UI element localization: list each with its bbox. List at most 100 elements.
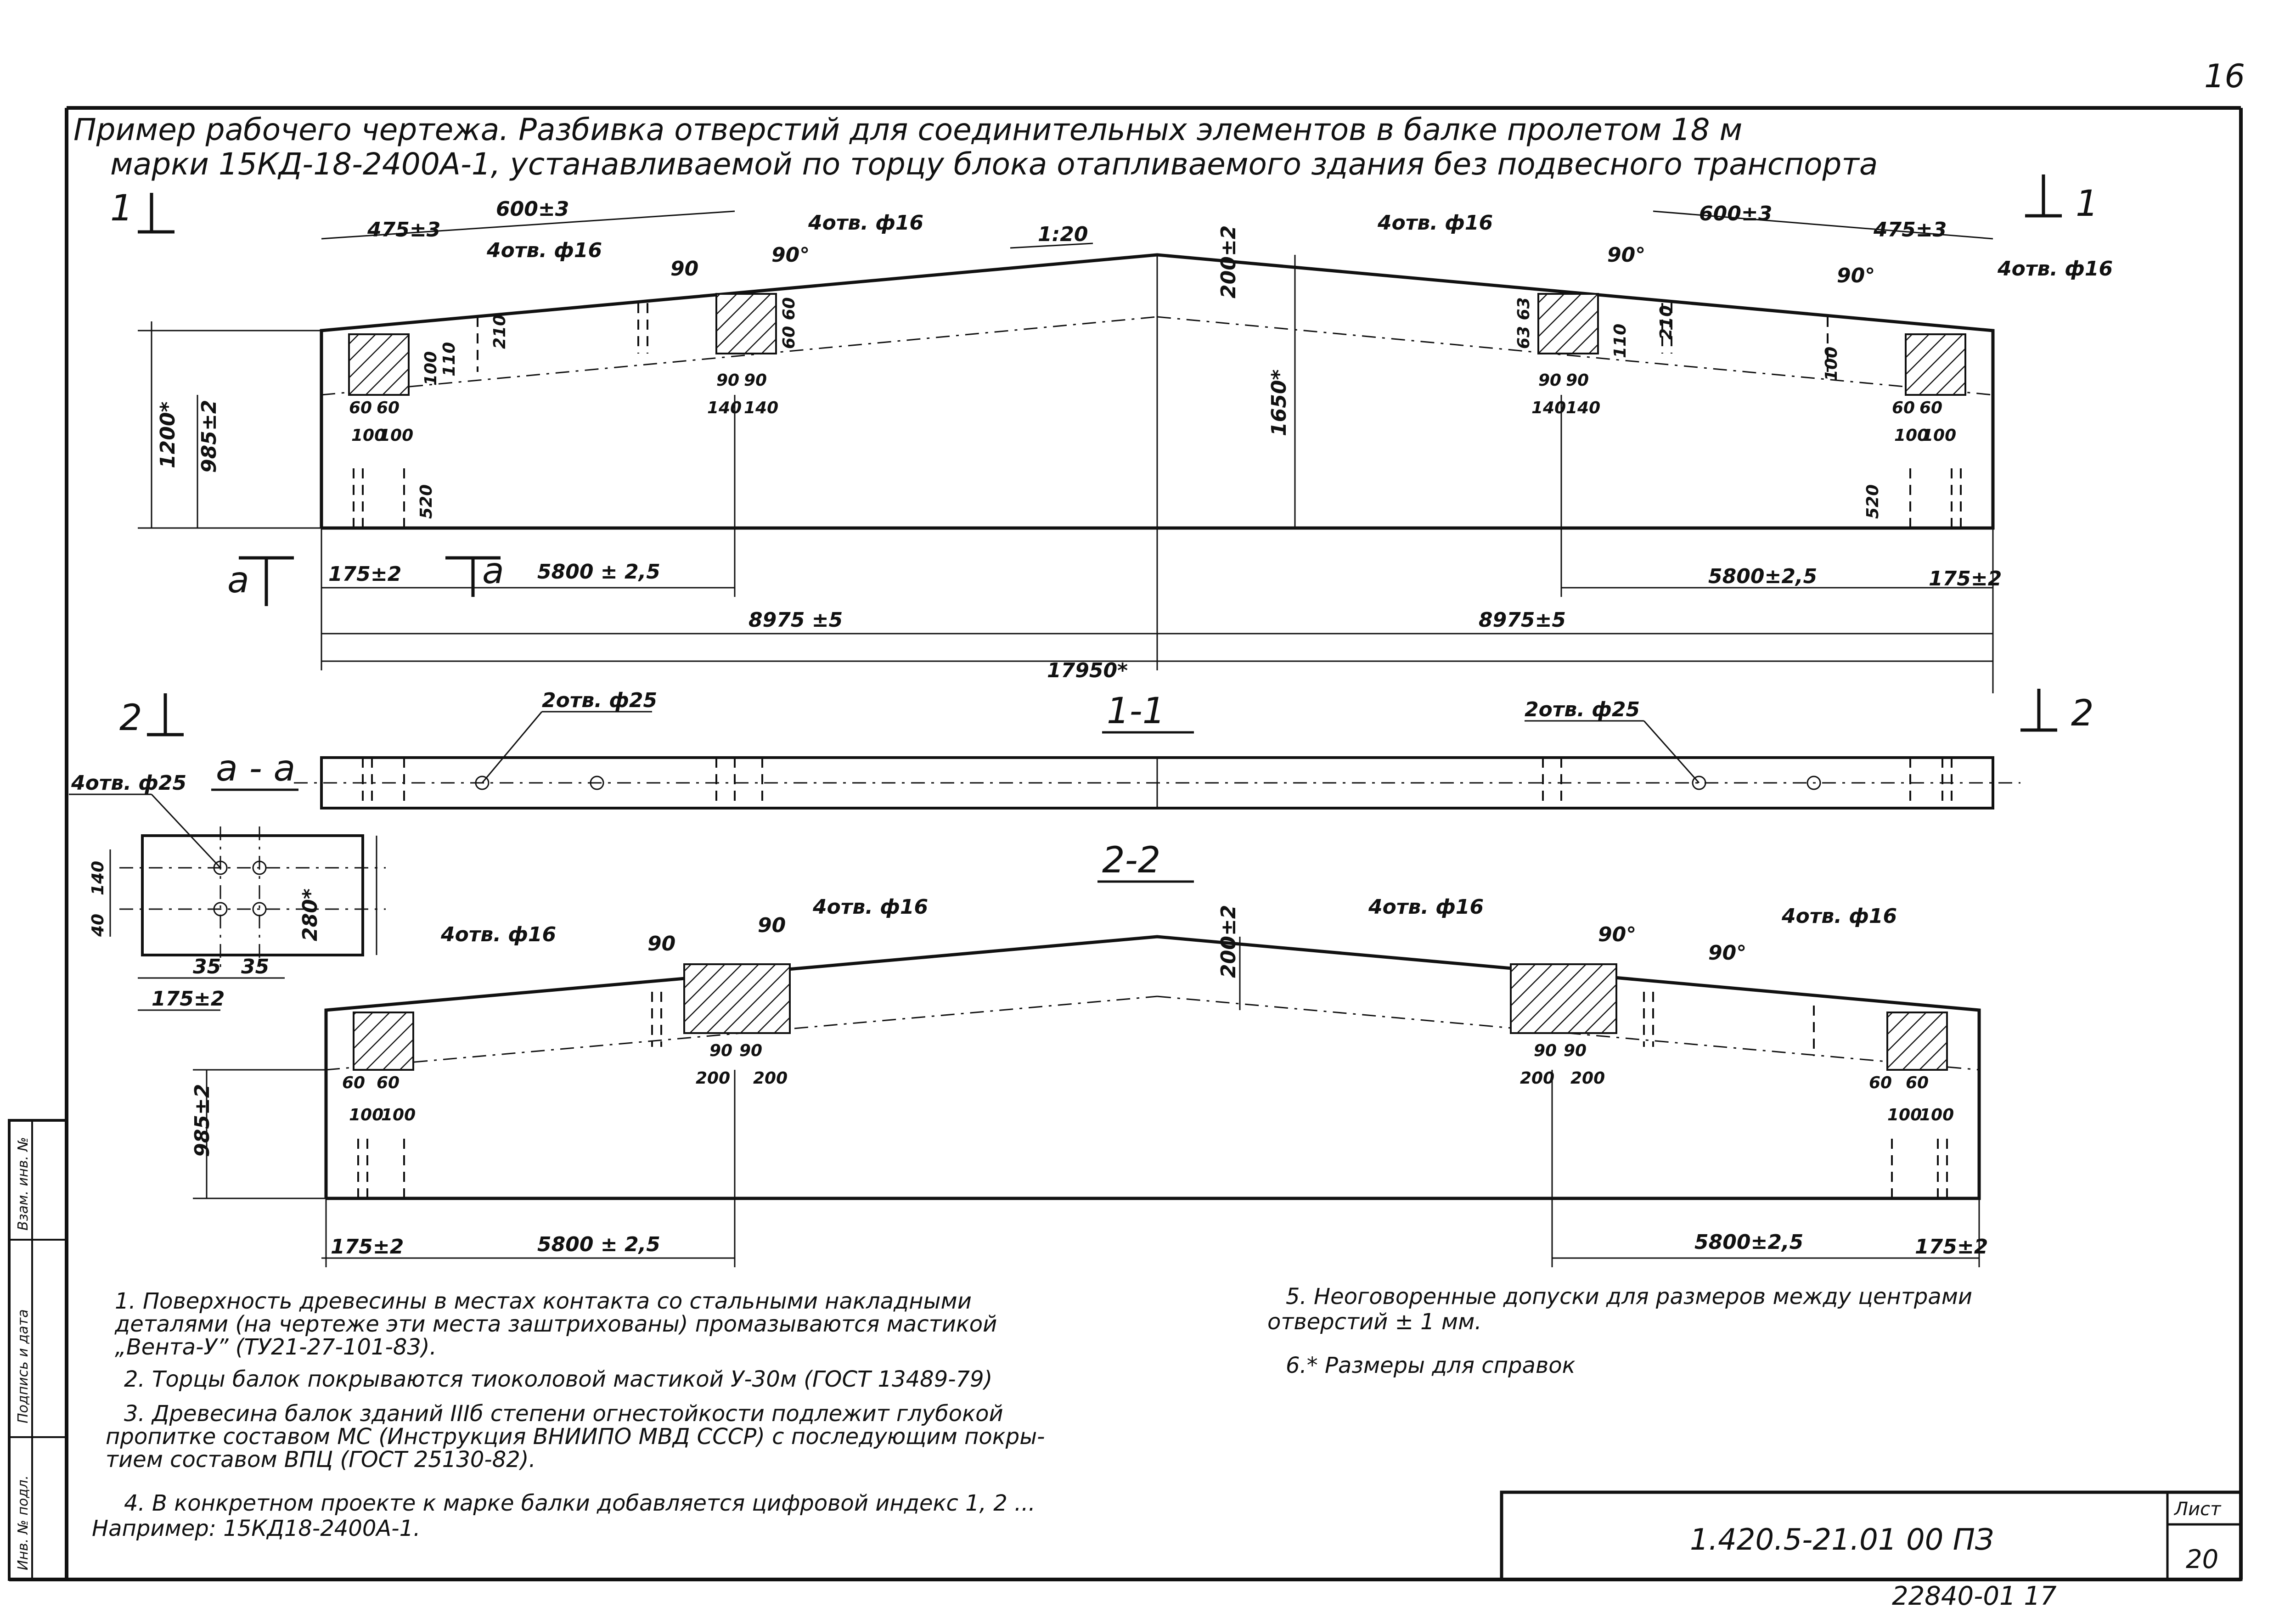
section-title-a-a: а - а: [216, 748, 295, 789]
dim-175-left: 175±2: [328, 562, 401, 586]
dim-140-right-mid-a: 140: [1531, 399, 1566, 417]
dim-22-90-c: 90: [1534, 1041, 1557, 1060]
section-mark-2-left: 2: [119, 693, 184, 739]
hole-circle: [475, 776, 490, 790]
plate-right-mid: [1537, 293, 1599, 354]
plate-22-right-end: [1886, 1012, 1948, 1071]
dim-22-60-left-b: 60: [377, 1073, 400, 1092]
dim-22-985: 985±2: [191, 1084, 214, 1157]
note-1-b: деталями (на чертеже эти места заштрихов…: [114, 1311, 997, 1337]
label-22-angle-right-end: 90°: [1708, 941, 1746, 965]
label-holes-25-aa: 4отв. ф25: [71, 771, 186, 795]
dim-63-63-right-mid: 63 63: [1514, 297, 1533, 349]
dim-100-left-a: 100: [351, 426, 386, 445]
dim-475-left: 475±3: [367, 218, 440, 242]
label-22-holes-left-mid: 4отв. ф16: [812, 895, 928, 919]
dim-5800-right: 5800±2,5: [1708, 565, 1817, 588]
svg-text:1: 1: [2076, 183, 2099, 225]
label-22-angle-right-mid: 90°: [1598, 923, 1636, 946]
label-angle-left-mid: 90°: [771, 243, 810, 267]
label-holes-left-end: 4отв. ф16: [486, 239, 602, 262]
notes-right: 5. Неоговоренные допуски для размеров ме…: [1267, 1284, 1972, 1378]
dim-60-60-left-mid: 60 60: [780, 297, 799, 349]
dim-aa-35-a: 35: [193, 955, 221, 978]
section-mark-1-right: 1: [2025, 174, 2099, 225]
dim-520-right: 520: [1863, 484, 1882, 519]
dim-22-90-b: 90: [739, 1041, 762, 1060]
svg-text:а: а: [227, 560, 249, 601]
dim-110-right-mid: 110: [1611, 324, 1630, 358]
dim-475-right: 475±3: [1873, 218, 1947, 242]
dim-140-right-mid-b: 140: [1566, 399, 1600, 417]
dim-175-right: 175±2: [1929, 567, 2002, 590]
dim-200-top: 200±2: [1217, 225, 1240, 298]
dim-22-5800-right: 5800±2,5: [1694, 1231, 1803, 1254]
note-3-c: тием составом ВПЦ (ГОСТ 25130-82).: [106, 1447, 536, 1472]
label-22-holes-right-end: 4отв. ф16: [1781, 905, 1897, 928]
title-block-code: 1.420.5-21.01 00 ПЗ: [1690, 1523, 1994, 1557]
section-2-2-labels: 4отв. ф16 4отв. ф16 90 90 4отв. ф16 90° …: [191, 895, 1988, 1259]
label-angle-right-end: 90°: [1837, 264, 1875, 287]
section-1-1-plan: [294, 711, 2020, 809]
label-22-holes-left-end: 4отв. ф16: [440, 923, 556, 946]
label-22-angle-left: 90: [647, 932, 675, 955]
dim-22-175-left: 175±2: [331, 1235, 404, 1259]
dim-22-100-left-b: 100: [381, 1106, 416, 1124]
dim-aa-175: 175±2: [152, 987, 225, 1011]
label-22-angle-left-mid: 90: [758, 914, 786, 937]
dim-140-left-mid-b: 140: [744, 399, 778, 417]
dim-22-100-right-b: 100: [1919, 1106, 1954, 1124]
label-holes-right-end: 4отв. ф16: [1997, 257, 2113, 281]
note-6: 6.* Размеры для справок: [1286, 1353, 1576, 1378]
dim-5800-left: 5800 ± 2,5: [537, 560, 660, 584]
svg-text:2: 2: [2071, 693, 2094, 734]
beam-elevation-2-2: [193, 935, 1981, 1267]
dim-1650: 1650*: [1267, 370, 1291, 436]
stamp-podpis: Подпись и дата: [15, 1310, 31, 1424]
dim-22-90-a: 90: [709, 1041, 732, 1060]
dim-22-60-right-a: 60: [1869, 1073, 1892, 1092]
note-4-b: Например: 15КД18-2400А-1.: [92, 1516, 420, 1541]
dim-210-right: 210: [1657, 305, 1676, 340]
title-block-list-number: 20: [2186, 1545, 2218, 1574]
note-1-c: „Вента-У” (ТУ21-27-101-83).: [115, 1334, 437, 1360]
label-holes-right-mid: 4отв. ф16: [1377, 211, 1493, 235]
section-title-1-1: 1-1: [1107, 691, 1165, 732]
top-view-labels: 475±3 600±3 4отв. ф16 4отв. ф16 1:20 90 …: [156, 197, 2113, 682]
dim-8975-left: 8975 ±5: [748, 608, 843, 632]
title-block: 1.420.5-21.01 00 ПЗ Лист 20: [1500, 1490, 2243, 1581]
dim-17950: 17950*: [1047, 659, 1128, 682]
plate-left-end: [348, 333, 410, 396]
dim-22-200: 200±2: [1217, 905, 1240, 978]
dim-aa-40: 40: [89, 914, 107, 937]
note-1-a: 1. Поверхность древесины в местах контак…: [115, 1288, 972, 1314]
dim-22-90-d: 90: [1564, 1041, 1587, 1060]
dim-100-right-a: 100: [1894, 426, 1929, 445]
label-22-holes-right-mid: 4отв. ф16: [1368, 895, 1484, 919]
label-holes-25-right: 2отв. ф25: [1525, 698, 1640, 721]
section-mark-a-left: а: [227, 556, 294, 606]
dim-90-left-mid-b: 90: [744, 371, 767, 390]
dim-22-200-a: 200: [696, 1069, 730, 1088]
dim-aa-280: 280*: [298, 888, 322, 941]
hole-circle: [590, 776, 604, 790]
section-a-a-detail: [69, 793, 386, 1011]
note-5-a: 5. Неоговоренные допуски для размеров ме…: [1286, 1284, 1972, 1310]
dim-22-175-right: 175±2: [1915, 1235, 1988, 1259]
dim-aa-140: 140: [89, 861, 107, 895]
note-3-b: пропитке составом МС (Инструкция ВНИИПО …: [106, 1424, 1045, 1450]
dim-8975-right: 8975±5: [1479, 608, 1566, 632]
stamp-vzam: Взам. инв. №: [15, 1137, 31, 1231]
dim-22-200-b: 200: [753, 1069, 788, 1088]
dim-210-left: 210: [490, 315, 509, 349]
dim-90-right-mid-a: 90: [1538, 371, 1561, 390]
hole-circle: [1692, 776, 1706, 790]
label-angle-right-mid: 90°: [1607, 243, 1645, 267]
section-mark-a-right: а: [445, 551, 504, 597]
side-stamp: Инв. № подл. Подпись и дата Взам. инв. №: [8, 1119, 68, 1581]
dim-aa-35-b: 35: [241, 955, 269, 978]
label-holes-left-mid: 4отв. ф16: [808, 211, 923, 235]
title-block-list-label: Лист: [2173, 1499, 2222, 1520]
label-angle-left: 90: [670, 257, 698, 281]
